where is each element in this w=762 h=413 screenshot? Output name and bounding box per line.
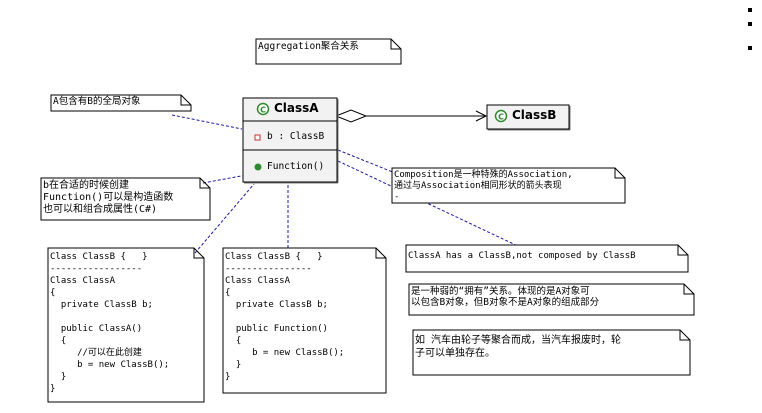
aggregation-diamond [334,109,368,123]
has-a-note-box [405,244,689,273]
class-a-name: ClassA [274,101,319,115]
link-has-a [337,160,523,249]
class-b-name: ClassB [512,108,557,122]
public-operation-icon [254,163,262,171]
link-composition [337,149,396,174]
code-left-note-box [47,247,205,403]
edge-marker [748,46,752,50]
code-left-note: Class ClassB { } ----------------- Class… [50,252,170,394]
car-note-box [412,329,691,376]
creation-note: b在合适的时候创建 Function()可以是构造函数 也可以和组合成属性(C#… [43,180,174,215]
code-right-note-box [222,247,387,394]
has-a-note: ClassA has a ClassB,not composed by Clas… [408,251,636,261]
aggregation-arrowhead [475,110,488,122]
creation-note-box [40,177,211,221]
link-global-note [171,114,243,130]
private-attribute-icon [254,134,261,141]
title-note: Aggregation聚合关系 [258,41,359,52]
weak-has-note: 是一种弱的“拥有”关系。体现的是A对象可 以包含B对象，但B对象不是A对象的组成… [411,286,600,308]
link-code-left [194,183,255,254]
class-a-attribute: b : ClassB [267,131,325,142]
car-example-note: 如 汽车由轮子等聚合而成，当汽车报废时，轮 子可以单独存在。 [415,335,622,359]
svg-text:C: C [498,113,504,122]
composition-note: Composition是一种特殊的Association, 通过与Associa… [394,170,573,202]
global-object-note: A包含有B的全局对象 [53,96,141,107]
edge-marker [748,22,752,26]
class-a-operation: Function() [267,161,325,172]
composition-note-box [391,167,626,204]
class-icon: C [256,102,270,116]
global-note-box [50,94,192,112]
weak-has-note-box [408,283,695,316]
code-right-note: Class ClassB { } ---------------- Class … [225,252,345,382]
class-icon: C [494,109,508,123]
edge-marker [748,8,752,12]
title-note-box [255,38,402,65]
svg-text:C: C [260,106,266,115]
